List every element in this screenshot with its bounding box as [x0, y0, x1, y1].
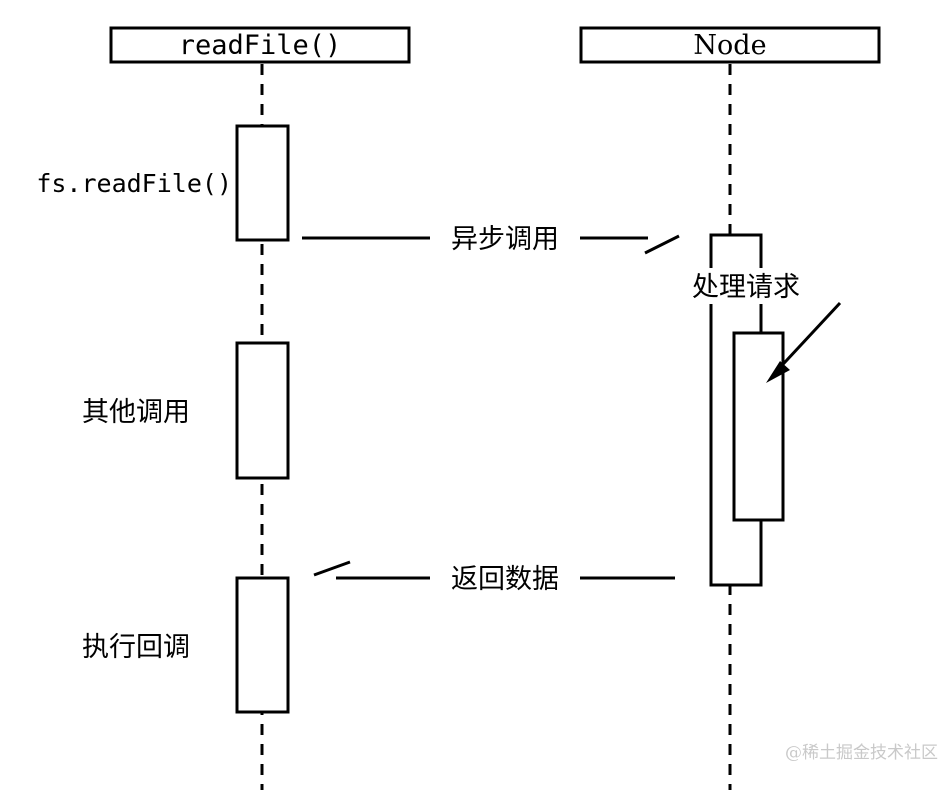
lifeline-node: Node	[579, 26, 881, 790]
message-async-call-label: 异步调用	[451, 224, 559, 255]
message-async-call	[302, 234, 680, 255]
activation-box-execute-callback	[235, 576, 290, 714]
activation-box-node-inner	[732, 331, 785, 522]
message-return-data-label-group: 返回数据	[430, 560, 580, 596]
message-return-data-label: 返回数据	[451, 564, 559, 595]
side-label-fs-readfile: fs.readFile()	[36, 169, 232, 198]
side-label-other-calls: 其他调用	[82, 397, 190, 428]
lifeline-header-label-readfile: readFile()	[179, 30, 342, 61]
message-async-call-label-group: 异步调用	[430, 220, 580, 256]
lifeline-header-box-node	[579, 26, 881, 64]
watermark-label: @稀土掘金技术社区	[785, 743, 938, 763]
node-handle-request-label: 处理请求	[692, 272, 800, 303]
activation-box-fs-readfile	[235, 124, 290, 242]
activation-box-other-calls	[235, 341, 290, 480]
pointer-arrow-shaft	[771, 301, 842, 377]
message-return-data-arrowhead	[313, 560, 351, 577]
lifeline-header-label-node: Node	[693, 30, 766, 61]
side-label-execute-callback: 执行回调	[82, 632, 190, 663]
lifeline-header-box-readfile	[109, 26, 411, 64]
lifeline-readfile: readFile()	[109, 26, 411, 790]
pointer-arrow-icon	[766, 301, 842, 383]
message-return-data	[313, 560, 675, 580]
node-handle-request-label-group: 处理请求	[676, 268, 816, 304]
message-async-call-arrowhead	[644, 234, 680, 255]
pointer-arrow-head	[766, 361, 790, 383]
